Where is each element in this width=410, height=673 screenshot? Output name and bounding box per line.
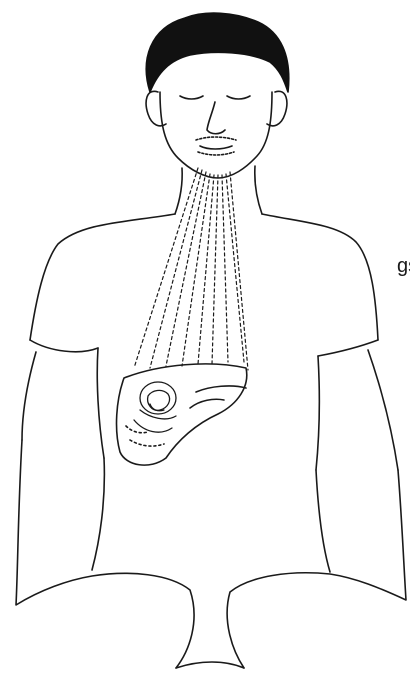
inner-figure [134,382,176,432]
face-outline [160,92,272,178]
left-arm-outer [22,352,36,440]
left-side [92,458,104,570]
left-eye [180,96,203,99]
nose [207,102,225,134]
neck-right [255,166,262,214]
cropped-label-fragment: gs [397,256,410,276]
organ-outline [117,364,247,465]
neck-left [175,168,182,214]
left-shoulder-line [30,214,175,340]
right-arm-inner [316,356,319,470]
lap-line [176,662,244,668]
right-shoulder-line [262,214,378,340]
hair [146,13,288,92]
left-arm-inner [97,348,104,458]
right-side [316,470,330,572]
left-ear [146,91,166,126]
organ-lobe [190,386,246,408]
mouth [200,146,232,149]
energy-lines [134,168,248,370]
right-eye [227,96,250,99]
right-arm-outer [368,350,398,470]
left-sleeve [30,340,98,352]
right-leg [227,470,406,668]
